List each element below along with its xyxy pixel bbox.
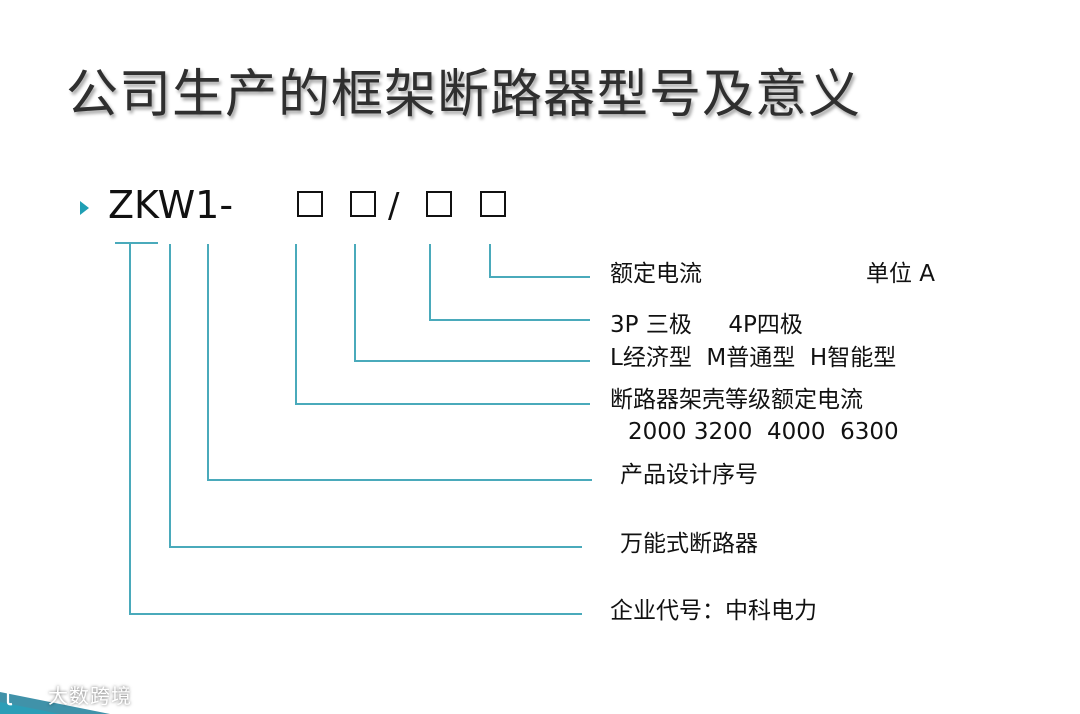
line-universal [169, 244, 582, 548]
label-unit: 单位 A [866, 261, 936, 287]
label-design-serial: 产品设计序号 [620, 462, 758, 488]
model-slash: / [388, 186, 400, 226]
brand-logo-icon [6, 682, 39, 706]
line-types [354, 244, 590, 362]
placeholder-box-4 [480, 191, 506, 217]
placeholder-box-1 [297, 191, 323, 217]
bullet-triangle-icon [80, 201, 89, 215]
model-prefix: ZKW1- [108, 183, 234, 227]
line-rated-current [489, 244, 590, 278]
corner-decoration [0, 692, 110, 714]
label-rated-current: 额定电流 [610, 261, 702, 287]
line-frame-level [295, 244, 590, 405]
watermark-text: 大数跨境 [48, 683, 132, 708]
label-types: L经济型 M普通型 H智能型 [610, 345, 897, 371]
label-frame-level: 断路器架壳等级额定电流 [610, 387, 863, 413]
placeholder-box-3 [426, 191, 452, 217]
label-enterprise: 企业代号：中科电力 [610, 598, 817, 624]
label-universal: 万能式断路器 [620, 531, 758, 557]
placeholder-box-2 [350, 191, 376, 217]
line-enterprise [129, 244, 582, 615]
page-title: 公司生产的框架断路器型号及意义 [66, 65, 862, 125]
line-design-serial [207, 244, 592, 481]
line-poles [429, 244, 590, 321]
label-frame-values: 2000 3200 4000 6300 [628, 419, 899, 445]
label-poles: 3P 三极 4P四极 [610, 312, 803, 338]
watermark: 大数跨境 [4, 678, 132, 710]
